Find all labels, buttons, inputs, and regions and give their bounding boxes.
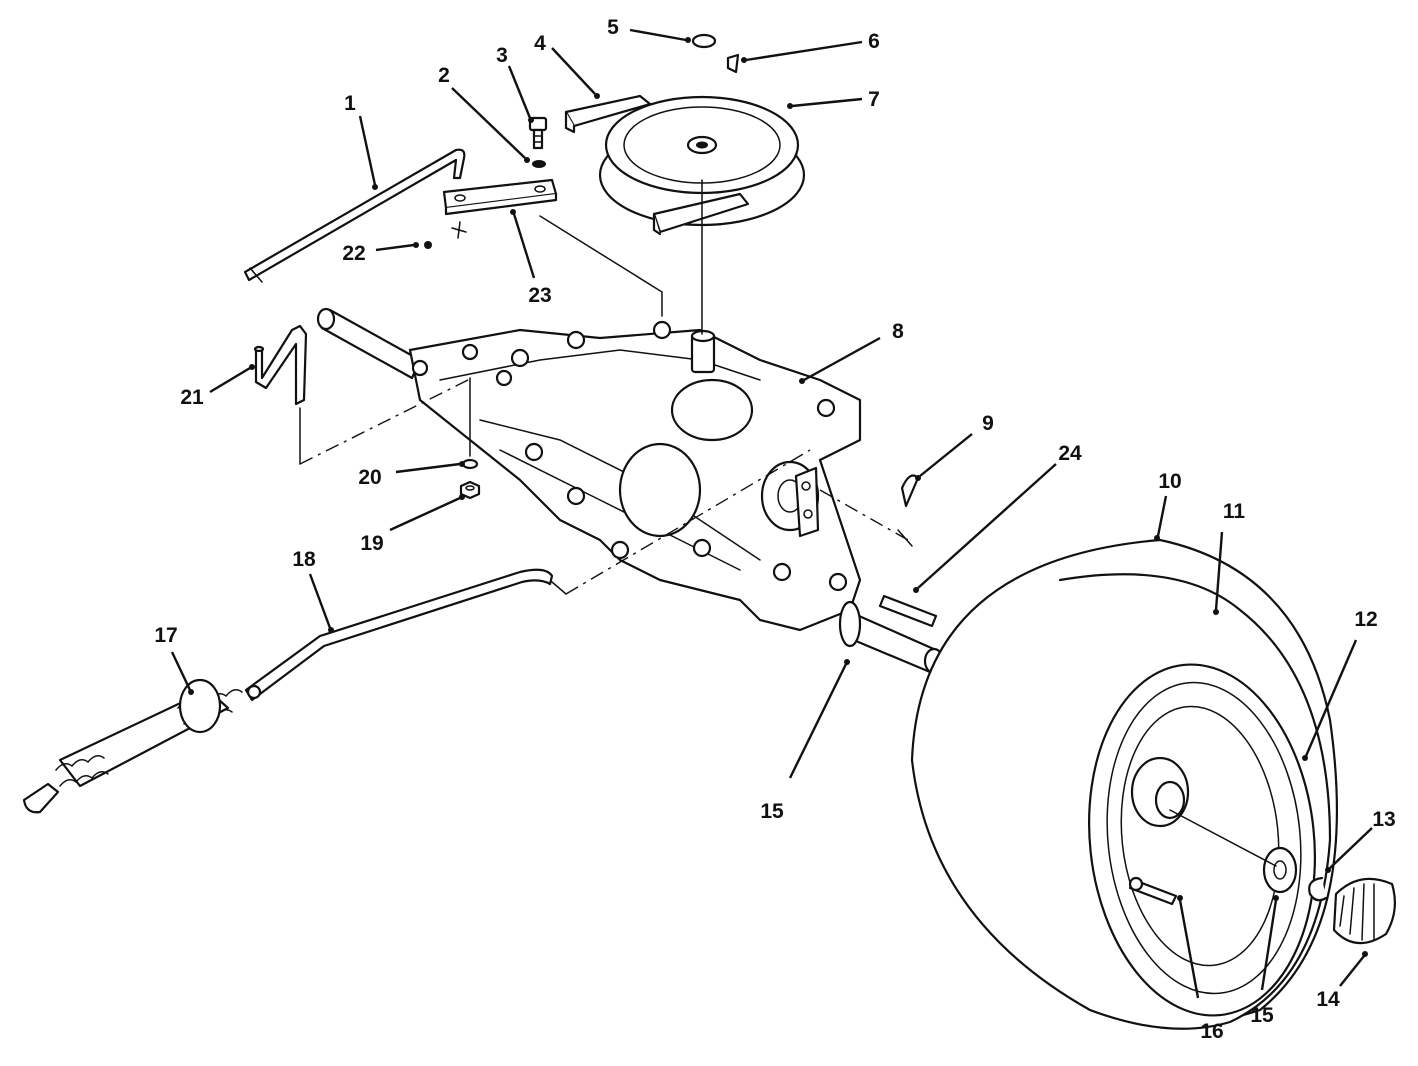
callout-9: 9 (982, 412, 994, 435)
small-pin-drawing (424, 221, 467, 249)
callout-1: 1 (344, 92, 356, 115)
callout-7: 7 (868, 88, 880, 111)
callout-6: 6 (868, 30, 880, 53)
cotter-pin-drawing (900, 474, 920, 508)
callout-23: 23 (528, 284, 551, 307)
bracket-plate-drawing (442, 178, 558, 216)
callout-14: 14 (1316, 988, 1340, 1011)
linkage-hook-drawing (253, 324, 308, 406)
callout-15-wheel: 15 (1250, 1004, 1274, 1027)
callout-12: 12 (1354, 608, 1377, 631)
washer-small-drawing (461, 458, 479, 470)
callout-8: 8 (892, 320, 904, 343)
lock-washer-drawing (532, 160, 546, 168)
retaining-ring-drawing (1308, 876, 1328, 902)
callout-15-axle: 15 (760, 800, 784, 823)
leader-lines (170, 28, 1373, 999)
callout-19: 19 (360, 532, 383, 555)
callout-13: 13 (1372, 808, 1395, 831)
callout-17: 17 (154, 624, 177, 647)
callout-21: 21 (180, 386, 204, 409)
pulley-drawing (598, 95, 806, 227)
wheel-washer-drawing (1262, 846, 1298, 894)
callout-4: 4 (534, 32, 546, 55)
washer-drawing (691, 33, 717, 49)
callout-3: 3 (496, 44, 508, 67)
shift-rod-drawing (243, 148, 466, 283)
hub-cap-drawing (1332, 877, 1397, 945)
spring-drawing (22, 678, 243, 814)
key-drawing (726, 53, 740, 74)
callout-2: 2 (438, 64, 450, 87)
belt-drawing (564, 94, 750, 236)
axle-key-drawing (878, 594, 938, 628)
callout-18: 18 (292, 548, 316, 571)
callout-16: 16 (1200, 1020, 1223, 1043)
callout-20: 20 (358, 466, 381, 489)
callout-11: 11 (1223, 500, 1246, 523)
bolt-drawing (528, 116, 548, 150)
callout-labels: 1 2 3 4 5 6 7 8 9 10 11 12 13 14 15 15 1… (154, 16, 1395, 1043)
callout-22: 22 (342, 242, 365, 265)
callout-24: 24 (1058, 442, 1082, 465)
callout-10: 10 (1158, 470, 1181, 493)
rod-drawing (244, 568, 554, 702)
nut-drawing (459, 480, 481, 500)
assembly-lines (299, 179, 1277, 867)
wheel-drawing (910, 538, 1338, 1030)
callout-5: 5 (607, 16, 619, 39)
